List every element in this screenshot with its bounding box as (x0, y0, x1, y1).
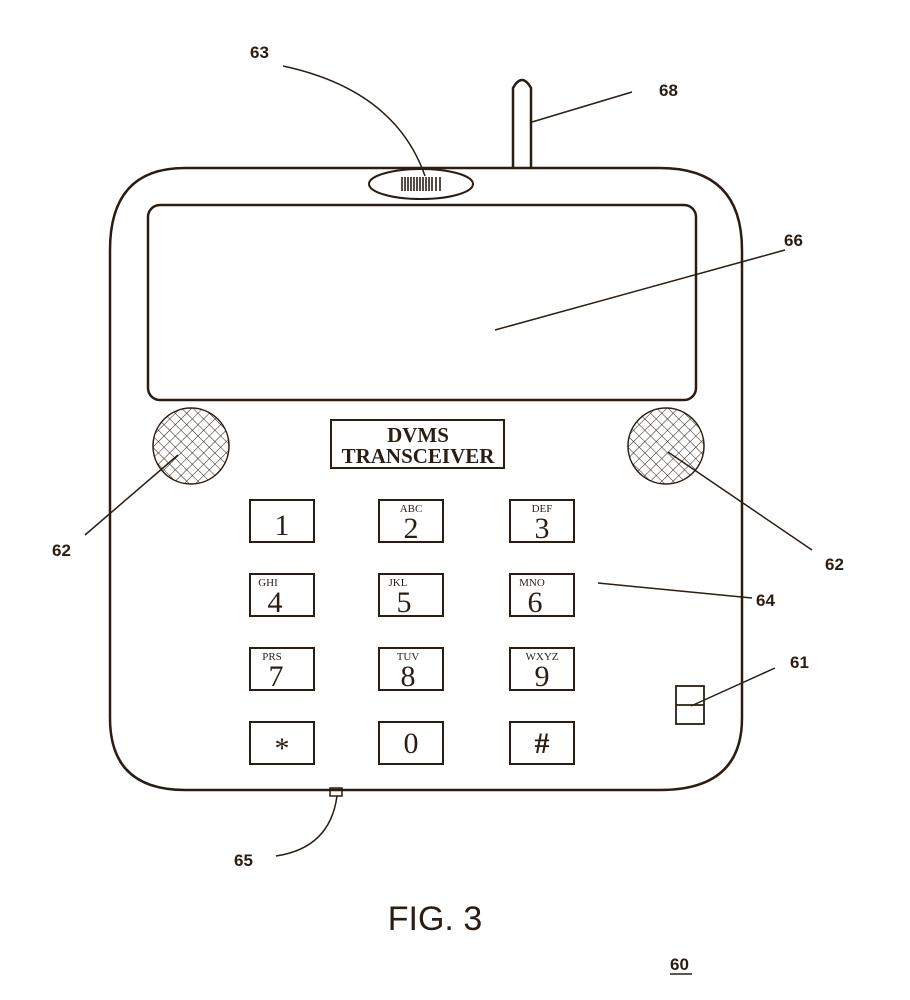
ref-switch: 61 (790, 653, 809, 672)
ref-display: 66 (784, 231, 803, 250)
key-8[interactable]: TUV 8 (379, 648, 443, 693)
key-0[interactable]: 0 (379, 722, 443, 764)
antenna (513, 80, 531, 168)
svg-text:*: * (275, 732, 290, 765)
figure-caption: FIG. 3 (388, 900, 482, 938)
ref-connector: 65 (234, 851, 253, 870)
key-6[interactable]: MNO 6 (510, 574, 574, 619)
key-hash[interactable]: # (510, 722, 574, 764)
svg-text:2: 2 (404, 512, 419, 545)
key-7[interactable]: PRS 7 (250, 648, 314, 693)
svg-text:4: 4 (268, 586, 283, 619)
ref-speaker-right: 62 (825, 555, 844, 574)
svg-text:6: 6 (528, 586, 543, 619)
ref-antenna: 68 (659, 81, 678, 100)
microphone (369, 169, 473, 199)
device-reference: 60 (670, 955, 689, 974)
key-5[interactable]: JKL 5 (379, 574, 443, 619)
ref-keypad: 64 (756, 591, 775, 610)
svg-text:3: 3 (535, 512, 550, 545)
svg-text:0: 0 (404, 727, 419, 760)
ref-speaker-left: 62 (52, 541, 71, 560)
key-star[interactable]: * (250, 722, 314, 765)
svg-text:7: 7 (269, 660, 284, 693)
svg-text:8: 8 (401, 660, 416, 693)
ref-mic: 63 (250, 43, 269, 62)
keypad: 1 ABC 2 DEF 3 GHI 4 JKL 5 MNO 6 (250, 500, 574, 765)
svg-text:1: 1 (275, 509, 290, 542)
svg-text:#: # (535, 727, 550, 760)
svg-text:9: 9 (535, 660, 550, 693)
key-3[interactable]: DEF 3 (510, 500, 574, 545)
svg-text:5: 5 (397, 586, 412, 619)
key-2[interactable]: ABC 2 (379, 500, 443, 545)
key-9[interactable]: WXYZ 9 (510, 648, 574, 693)
microphone-grille (402, 177, 440, 191)
slide-switch[interactable] (676, 686, 704, 724)
key-1[interactable]: 1 (250, 500, 314, 542)
speaker-right (628, 408, 704, 484)
display-screen (148, 205, 696, 400)
speaker-left (153, 408, 229, 484)
name-plate-line-2: TRANSCEIVER (342, 444, 496, 468)
key-4[interactable]: GHI 4 (250, 574, 314, 619)
